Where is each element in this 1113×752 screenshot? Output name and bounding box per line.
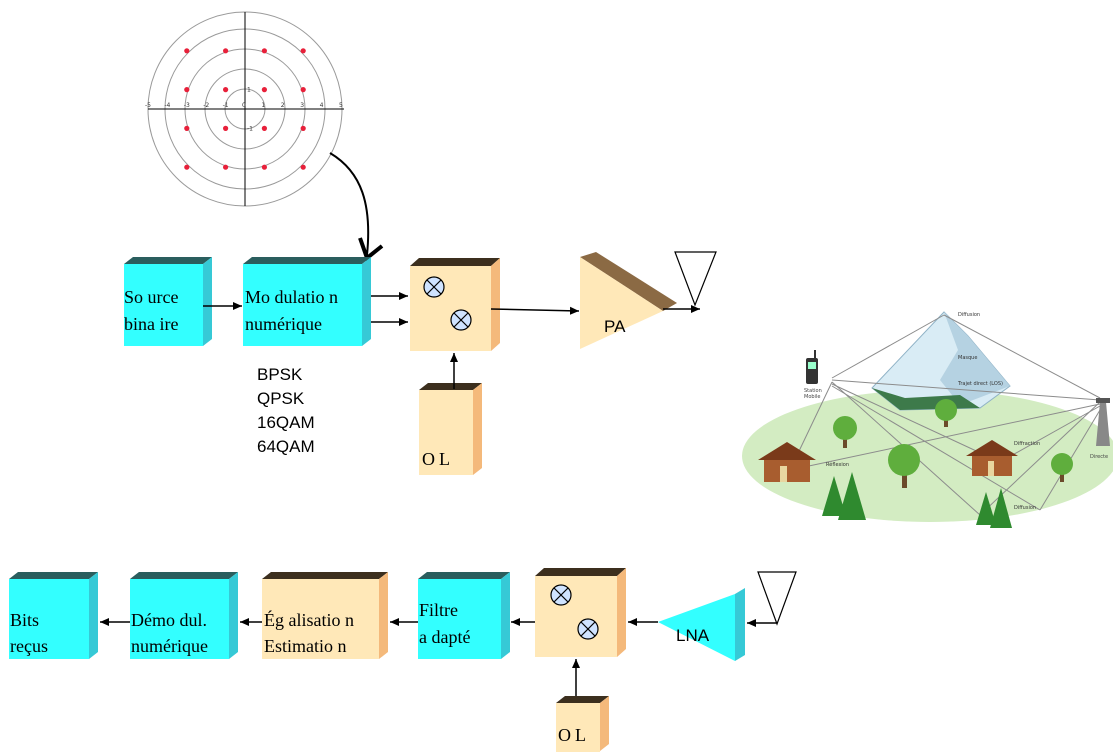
mixer-icon (550, 584, 572, 606)
mixer-icon (577, 618, 599, 640)
house-icon (966, 440, 1018, 476)
house-icon (758, 442, 816, 482)
constellation-tick-labels: -5 -4 -3 -2 -1 0 1 2 3 4 5 1 -1 (145, 87, 343, 133)
pa-block[interactable]: PA (580, 252, 677, 349)
bits-recus-block[interactable]: Bits reçus (9, 572, 98, 659)
bits-label-line1: Bits (10, 610, 39, 630)
lna-block[interactable]: LNA (658, 588, 745, 661)
label-reflexion: Réflexion (826, 461, 849, 468)
modulation-block[interactable]: Mo dulatio n numérique (243, 257, 371, 346)
constellation-point (223, 125, 229, 131)
mixer-icon (423, 276, 445, 298)
constellation-tick-label: 2 (281, 102, 285, 109)
rx-lo-label: OL (558, 725, 590, 745)
equalization-block[interactable]: Ég alisatio n Estimatio n (262, 572, 388, 659)
label-diffraction: Diffraction (1014, 441, 1040, 447)
station-mobile-label-2: Mobile (804, 394, 820, 400)
tx-antenna-icon (674, 251, 717, 307)
matched-filter-block[interactable]: Filtre a dapté (418, 572, 510, 659)
tree-icon (935, 399, 957, 427)
constellation-point (184, 164, 190, 170)
constellation-point (261, 87, 267, 93)
constellation-point (300, 125, 306, 131)
constellation-point (223, 87, 229, 93)
constellation-tick-label: -5 (145, 102, 151, 109)
modulation-bpsk: BPSK (257, 365, 303, 384)
constellation-tick-label: 1 (261, 102, 265, 109)
constellation-tick-label: -4 (164, 102, 170, 109)
tree-icon (1051, 453, 1073, 482)
eq-label-line2: Estimatio n (264, 636, 347, 656)
channel-illustration: Station Mobile Directe (742, 311, 1113, 528)
constellation-tick-label: -1 (247, 125, 253, 132)
constellation-point (300, 48, 306, 54)
modulation-64qam: 64QAM (257, 437, 315, 456)
source-label-line1: So urce (124, 287, 178, 307)
pine-trees-icon (822, 472, 1012, 528)
constellation-point (184, 48, 190, 54)
station-mobile-label-1: Station (804, 388, 822, 394)
lna-label: LNA (676, 626, 710, 645)
mobile-phone-icon (806, 350, 818, 384)
constellation-tick-label: -1 (223, 102, 229, 109)
modulation-label-line1: Mo dulatio n (245, 287, 338, 307)
modulation-16qam: 16QAM (257, 413, 315, 432)
demod-label-line1: Démo dul. (131, 610, 207, 630)
arrow-mixer-to-pa (490, 306, 580, 315)
constellation-point (184, 87, 190, 93)
modulation-list: BPSK QPSK 16QAM 64QAM (257, 365, 315, 456)
base-station-icon (1096, 398, 1110, 446)
pa-label: PA (604, 317, 626, 336)
mountain (871, 311, 1011, 411)
station-base-label: Directe (1090, 454, 1108, 460)
constellation-point (261, 125, 267, 131)
constellation-tick-label: 3 (300, 102, 304, 109)
tree-icon (833, 416, 857, 448)
label-trajet-direct: Trajet direct (LOS) (957, 381, 1003, 387)
tx-mixer-block[interactable] (410, 258, 500, 351)
constellation-tick-label: -3 (184, 102, 190, 109)
filter-label-line1: Filtre (419, 600, 458, 620)
tx-lo-block[interactable]: OL (419, 383, 482, 475)
source-label-line2: bina ire (124, 314, 178, 334)
constellation-point (184, 125, 190, 131)
constellation-tick-label: -2 (203, 102, 209, 109)
source-binaire-block[interactable]: So urce bina ire (124, 257, 212, 346)
constellation-point (223, 164, 229, 170)
constellation-tick-label: 0 (242, 102, 246, 109)
tree-icon (888, 444, 920, 488)
rx-lo-block[interactable]: OL (556, 696, 609, 752)
constellation-point (223, 48, 229, 54)
constellation-point (261, 48, 267, 54)
constellation-diagram: -5 -4 -3 -2 -1 0 1 2 3 4 5 1 -1 (145, 11, 344, 207)
filter-label-line2: a dapté (419, 627, 470, 647)
constellation-tick-label: 4 (320, 102, 324, 109)
constellation-points (184, 48, 306, 170)
constellation-point (300, 87, 306, 93)
demod-label-line2: numérique (131, 636, 208, 656)
modulation-label-line2: numérique (245, 314, 322, 334)
curved-arrow (329, 152, 370, 256)
label-diffusion-top: Diffusion (958, 312, 980, 318)
constellation-tick-label: 1 (247, 87, 251, 94)
demodulation-block[interactable]: Démo dul. numérique (130, 572, 238, 659)
constellation-point (261, 164, 267, 170)
constellation-point (300, 164, 306, 170)
rx-antenna-icon (757, 571, 797, 626)
modulation-qpsk: QPSK (257, 389, 305, 408)
curved-arrow-head (358, 237, 384, 262)
tx-lo-label: OL (422, 449, 454, 469)
mixer-icon (450, 309, 472, 331)
eq-label-line1: Ég alisatio n (264, 609, 354, 630)
label-diffusion-bottom: Diffusion (1014, 505, 1036, 511)
bits-label-line2: reçus (10, 636, 48, 656)
constellation-tick-label: 5 (339, 102, 343, 109)
rx-mixer-block[interactable] (535, 568, 626, 657)
label-masque: Masque (958, 355, 977, 361)
